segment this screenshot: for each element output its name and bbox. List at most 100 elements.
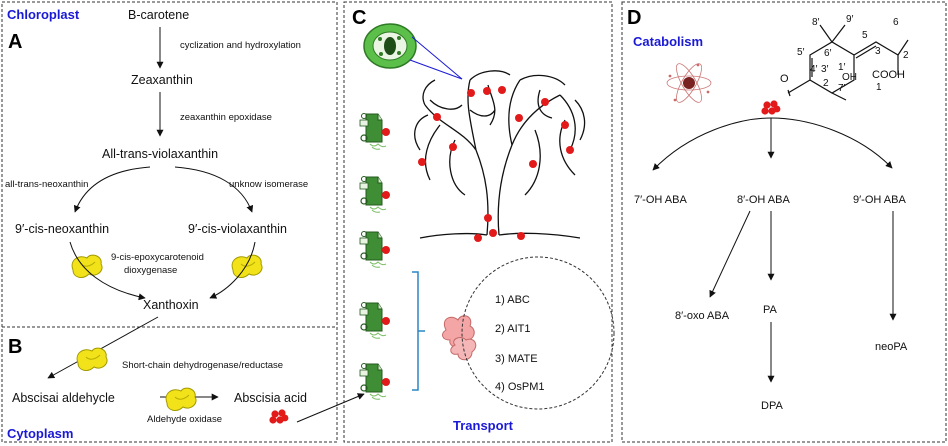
structure-label: 3′ [821,64,829,75]
transporter-item: 4) OsPM1 [495,381,545,393]
step-xanthoxin: Xanthoxin [143,298,199,312]
aba-dot [489,229,497,237]
zoom-line-bottom [409,59,463,80]
cell-icon [359,175,391,213]
product-pa: PA [763,304,778,316]
panel-c-letter: C [352,7,366,29]
transporter-item: 1) ABC [495,294,530,306]
structure-label: 4′ [810,64,818,75]
aba-dot [449,143,457,151]
aba-dot [484,214,492,222]
aba-dot [515,114,523,122]
aba-dot [483,87,491,95]
panel-d: D Catabolism 8′ 9′ 6 5′ 6′ 5 [621,1,947,443]
arrow-violaxanthin-xanthoxin [209,241,256,299]
step-b-carotene: B-carotene [128,8,189,22]
transport-bracket [412,271,425,391]
arrow-arc-7-9 [652,117,893,171]
cell-icon [359,301,391,339]
enzyme-isomerase: unknow isomerase [229,179,308,190]
product-8-oh-aba: 8′-OH ABA [737,194,790,206]
structure-label: OH [842,72,857,83]
aba-dot [433,113,441,121]
sdr-enzyme-icon [76,347,108,371]
cell-icon [359,112,391,150]
nced-enzyme-icon-right [231,254,263,278]
aba-dot [418,158,426,166]
arrow-aba-to-transport [296,393,365,423]
guard-cell-icon [363,23,417,69]
arrow-neoxanthin-xanthoxin [69,241,146,301]
enzyme-cyclization: cyclization and hydroxylation [180,40,301,51]
enzyme-neoxanthin: all-trans-neoxanthin [5,179,88,190]
product-dpa: DPA [761,400,783,412]
aba-dot [474,234,482,242]
aba-dot [517,232,525,240]
step-abscisia-acid: Abscisia acid [234,391,307,405]
enzyme-nced-line1: 9-cis-epoxycarotenoid [111,252,204,263]
step-cis-violaxanthin: 9′-cis-violaxanthin [188,222,287,236]
product-8-oxo-aba: 8′-oxo ABA [675,310,730,322]
panel-c: C [343,1,615,443]
arrow-xanthoxin-aldehyde [47,316,159,379]
zoom-line-top [411,36,463,80]
step-neoxanthin: 9′-cis-neoxanthin [15,222,109,236]
transporter-item: 3) MATE [495,353,538,365]
enzyme-nced-line2: dioxygenase [124,265,177,276]
structure-label: 8′ [812,17,820,28]
structure-label: 9′ [846,14,854,25]
transporter-protein-icon [442,315,477,361]
step-zeaxanthin: Zeaxanthin [131,73,193,87]
cell-icon [359,230,391,268]
structure-label: 6′ [824,48,832,59]
structure-label: 3 [875,46,881,57]
enzyme-sdr: Short-chain dehydrogenase/reductase [122,360,283,371]
catabolism-label: Catabolism [633,34,703,49]
structure-label: 1′ [838,62,846,73]
step-all-trans-violaxanthin: All-trans-violaxanthin [102,147,218,161]
structure-label: 2 [823,78,829,89]
aba-structure-icon [787,24,909,101]
transporter-circle [461,256,615,410]
aba-dot [561,121,569,129]
structure-label: 2 [903,50,909,61]
aba-dot [467,89,475,97]
panel-d-frame [621,1,947,443]
cytoplasm-label: Cytoplasm [7,426,73,441]
panel-ab: Chloroplast A B-carotene cyclization and… [1,1,338,443]
aba-dot [541,98,549,106]
aba-dot [498,86,506,94]
structure-label: O [780,73,789,85]
atom-icon [666,63,712,103]
arrow-to-8-oxo [709,210,751,298]
panel-b-letter: B [8,336,22,358]
panel-c-frame [343,1,613,443]
transporter-item: 2) AIT1 [495,323,530,335]
enzyme-aao: Aldehyde oxidase [147,414,222,425]
panel-d-letter: D [627,7,641,29]
aba-molecule-icon [761,100,781,115]
aba-molecule-icon [269,409,289,424]
tree-icon [414,70,586,239]
enzyme-epoxidase: zeaxanthin epoxidase [180,112,272,123]
structure-label: 7′ [838,83,846,94]
product-7-oh-aba: 7′-OH ABA [634,194,687,206]
nced-enzyme-icon-left [71,254,103,278]
cell-icon [359,362,391,400]
step-abscisai-aldehycle: Abscisai aldehycle [12,391,115,405]
structure-label: 5 [862,30,868,41]
transport-label: Transport [453,418,514,433]
structure-label: 5′ [797,47,805,58]
structure-label: COOH [872,69,905,81]
arrow-to-neoxanthin [73,166,151,213]
aao-enzyme-icon [165,387,197,411]
arrow-to-violaxanthin [174,166,254,213]
product-9-oh-aba: 9′-OH ABA [853,194,906,206]
aba-dot [566,146,574,154]
aba-dot [529,160,537,168]
product-neopa: neoPA [875,341,908,353]
panel-a-letter: A [8,31,22,53]
panel-ab-frame [1,1,338,443]
chloroplast-label: Chloroplast [7,7,80,22]
